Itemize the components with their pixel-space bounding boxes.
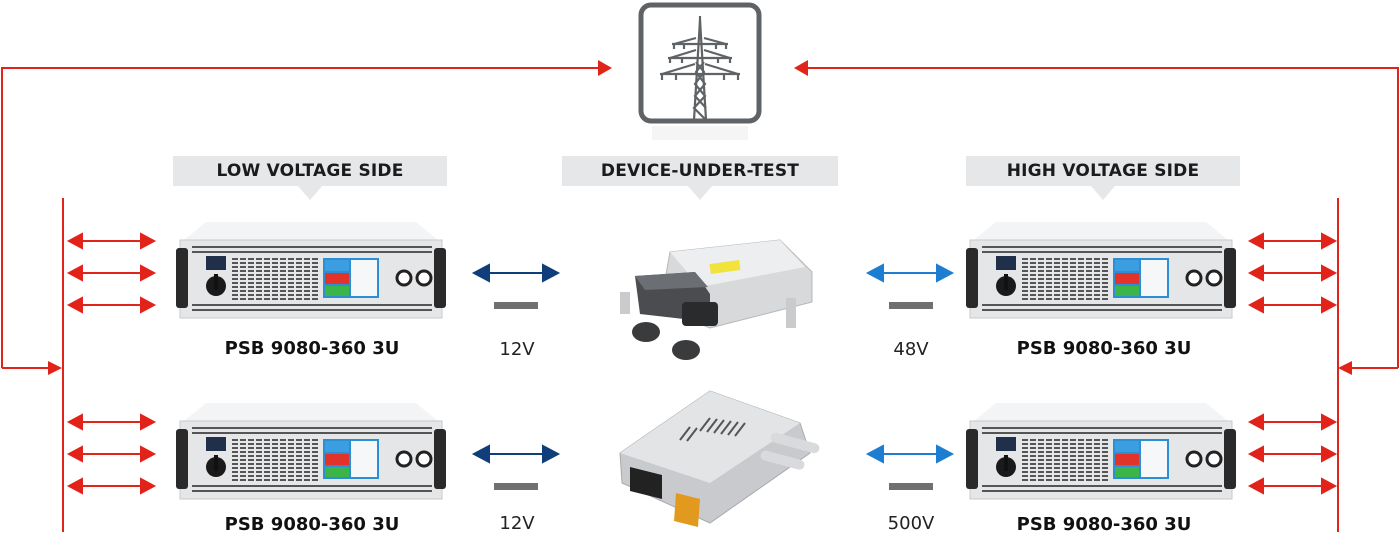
dut-converter-top	[620, 239, 813, 360]
dc-symbol-low-top-icon	[494, 302, 538, 309]
grid-feed-line-right	[808, 67, 1399, 368]
voltage-high-top: 48V	[893, 339, 929, 360]
power-supply-low-top	[176, 220, 446, 320]
header-device-under-test: DEVICE-UNDER-TEST	[562, 156, 838, 200]
dc-arrow-low-bottom	[471, 444, 561, 464]
dc-symbol-high-bottom-icon	[889, 483, 933, 490]
header-low-voltage-label: LOW VOLTAGE SIDE	[216, 161, 404, 181]
ac-arrows-left-top	[66, 232, 157, 314]
power-grid-icon	[638, 2, 762, 140]
device-label-high-bottom: PSB 9080-360 3U	[1016, 514, 1192, 535]
power-supply-high-bottom	[966, 401, 1236, 501]
dut-converter-bottom	[619, 390, 820, 527]
bus-arrow-right-icon	[1338, 361, 1352, 375]
ac-arrows-right-bottom	[1247, 413, 1338, 495]
header-low-voltage-side: LOW VOLTAGE SIDE	[173, 156, 447, 200]
grid-arrow-left-icon	[598, 60, 612, 76]
device-label-low-top: PSB 9080-360 3U	[224, 338, 400, 359]
bus-arrow-left-icon	[48, 361, 62, 375]
device-label-low-bottom: PSB 9080-360 3U	[224, 514, 400, 535]
grid-arrow-right-icon	[794, 60, 808, 76]
dc-symbol-low-bottom-icon	[494, 483, 538, 490]
ac-arrows-right-top	[1247, 232, 1338, 314]
header-dut-label: DEVICE-UNDER-TEST	[600, 161, 800, 181]
dc-arrow-low-top	[471, 263, 561, 283]
voltage-high-bottom: 500V	[887, 513, 935, 534]
voltage-low-top: 12V	[499, 339, 535, 360]
grid-feed-line-left	[1, 67, 598, 368]
device-label-high-top: PSB 9080-360 3U	[1016, 338, 1192, 359]
power-supply-high-top	[966, 220, 1236, 320]
power-supply-low-bottom	[176, 401, 446, 501]
dc-arrow-high-top	[865, 263, 955, 283]
voltage-low-bottom: 12V	[499, 513, 535, 534]
dc-arrow-high-bottom	[865, 444, 955, 464]
dc-symbol-high-top-icon	[889, 302, 933, 309]
header-high-voltage-side: HIGH VOLTAGE SIDE	[966, 156, 1240, 200]
header-high-voltage-label: HIGH VOLTAGE SIDE	[1006, 161, 1200, 181]
ac-arrows-left-bottom	[66, 413, 157, 495]
